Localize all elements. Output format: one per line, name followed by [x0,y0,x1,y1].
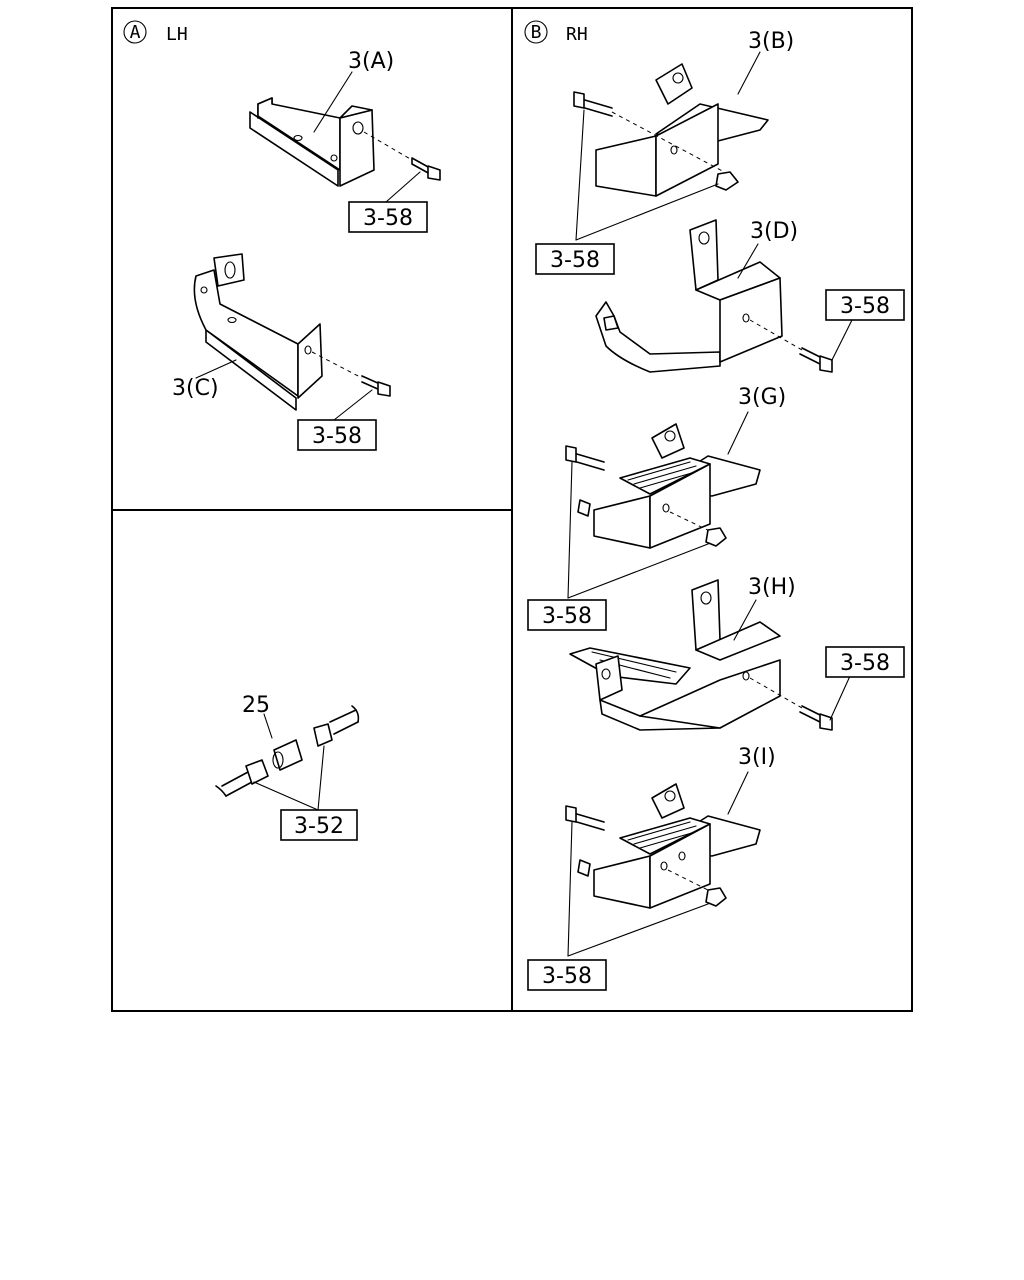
callout-3i-fasteners: 3-58 [542,964,592,989]
leader-3b-nut [575,183,719,241]
label-3i: 3(I) [738,745,776,770]
callout-3g-fasteners: 3-58 [542,604,592,629]
bracket-3g-drawing [565,423,761,549]
panel-a-marker: A [130,22,141,43]
callout-3a-bolt: 3-58 [363,206,413,231]
callout-3b-fasteners: 3-58 [550,248,600,273]
callout-box-3-52 [280,809,358,841]
leader-3i-nut [567,903,709,957]
leader-25 [263,713,273,739]
leader-3a [313,71,353,133]
bracket-3d-drawing [595,219,833,373]
label-25: 25 [242,693,270,718]
leader-3b [737,51,761,95]
leader-3d [737,243,759,279]
callout-box-3d-bolt [825,289,905,321]
callout-3-52: 3-52 [294,814,344,839]
panel-b-marker: B [531,22,542,43]
panel-b-marker-circle [524,20,548,44]
callout-box-3a-bolt [348,201,428,233]
leader-3-52-left [253,781,319,811]
callout-box-3b-fasteners [535,243,615,275]
leader-3h-bolt [829,675,851,721]
panel-b-header: B RH [524,20,588,45]
callout-3d-bolt: 3-58 [840,294,890,319]
leader-3g-bolt [567,461,573,599]
callout-3c-bolt: 3-58 [312,424,362,449]
leader-3i [727,771,749,815]
leader-3c [195,359,237,379]
label-3d: 3(D) [750,219,798,244]
leader-3h [733,599,757,641]
callout-box-3i-fasteners [527,959,607,991]
leader-3c-bolt [333,389,373,421]
callout-box-3c-bolt [297,419,377,451]
label-3b: 3(B) [748,29,794,54]
leader-3d-bolt [831,319,853,361]
callout-box-3h-bolt [825,646,905,678]
panel-a-side-label: LH [166,24,188,45]
label-3a: 3(A) [348,49,394,74]
panel-b-side-label: RH [566,24,588,45]
callout-box-3g-fasteners [527,599,607,631]
leader-3g-nut [567,543,709,599]
spacer-assembly-drawing [215,705,360,797]
bracket-3a-drawing [249,97,441,187]
bracket-3h-drawing [569,579,833,731]
label-3g: 3(G) [738,385,786,410]
label-3c: 3(C) [172,376,219,401]
bracket-3b-drawing [573,63,769,197]
bracket-3i-drawing [565,783,761,909]
callout-3h-bolt: 3-58 [840,651,890,676]
leader-3b-bolt [575,109,585,241]
panel-a-header: A LH [123,20,188,45]
leader-3i-bolt [567,821,573,957]
leader-3a-bolt [385,171,421,203]
leader-3-52-right [317,745,325,811]
leader-3g [727,411,749,455]
bracket-3c-drawing [193,253,391,411]
label-3h: 3(H) [748,575,796,600]
panel-a-marker-circle [123,20,147,44]
